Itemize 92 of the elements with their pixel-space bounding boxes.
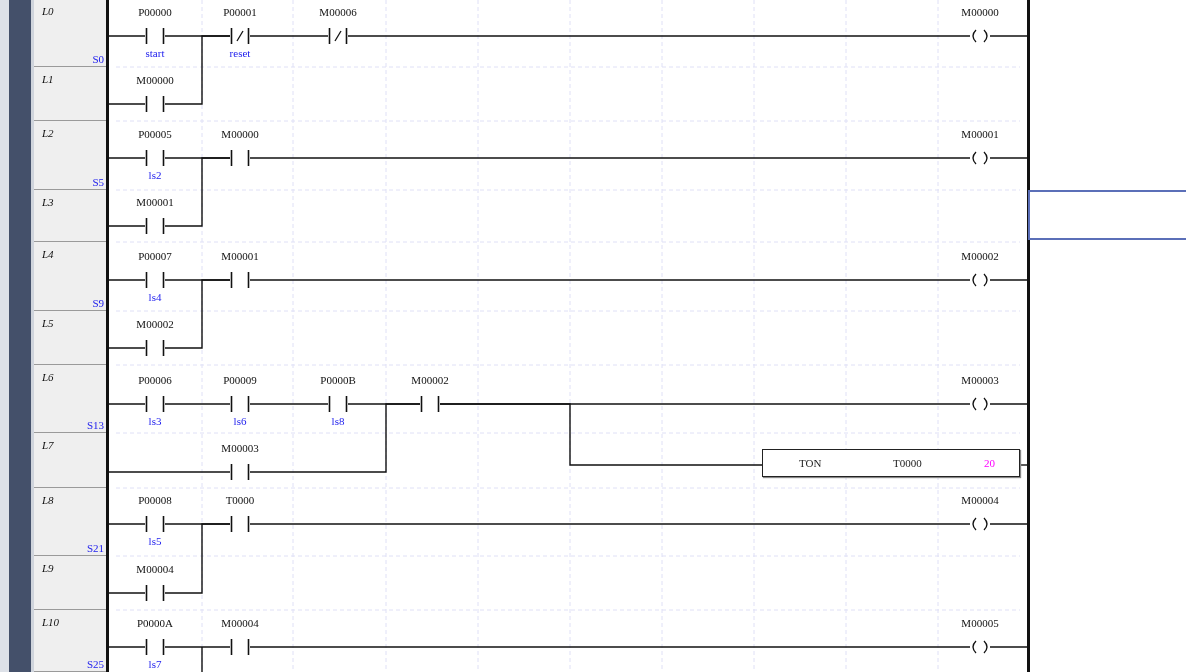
instruction-name: TON <box>799 457 822 469</box>
wire <box>249 157 971 159</box>
device-address: M00001 <box>961 128 999 140</box>
device-address: M00004 <box>221 617 259 629</box>
device-comment: ls6 <box>233 415 247 427</box>
device-comment: ls5 <box>148 535 162 547</box>
device-address: M00006 <box>319 6 357 18</box>
wire <box>108 592 146 594</box>
wire <box>1019 464 1028 466</box>
wire <box>108 347 146 349</box>
wire <box>108 157 146 159</box>
rung-number: L1 <box>42 73 54 85</box>
device-address: M00002 <box>411 374 449 386</box>
device-address: M00002 <box>961 250 999 262</box>
rung-number: L9 <box>42 562 54 574</box>
wire <box>108 35 146 37</box>
power-rail <box>1027 0 1030 672</box>
wire <box>989 403 1028 405</box>
wire <box>249 279 971 281</box>
device-address: P0000A <box>136 617 174 629</box>
device-address: T0000 <box>225 494 255 506</box>
wire <box>249 403 421 473</box>
wire <box>108 225 146 227</box>
wire <box>164 157 231 227</box>
rung-number: L3 <box>42 196 54 208</box>
device-address: P00006 <box>138 374 172 386</box>
wire <box>989 523 1028 525</box>
step-number: S5 <box>92 176 104 188</box>
rung-number: L7 <box>42 439 54 451</box>
wire <box>989 279 1028 281</box>
device-address: M00001 <box>221 250 259 262</box>
wire <box>108 471 231 473</box>
device-address: M00000 <box>221 128 259 140</box>
device-comment: ls4 <box>148 291 162 303</box>
rung-number: L8 <box>42 494 54 506</box>
step-number: S13 <box>86 419 104 431</box>
rung-number: L4 <box>42 248 54 260</box>
wire <box>164 523 231 594</box>
device-address: M00004 <box>136 563 174 575</box>
function-block <box>762 449 1020 477</box>
device-address: P00000 <box>138 6 172 18</box>
wire <box>108 646 146 648</box>
preset-value: 20 <box>984 457 995 469</box>
wire <box>108 279 146 281</box>
wire <box>164 646 231 648</box>
device-comment: start <box>145 47 165 59</box>
device-address: M00000 <box>136 74 174 86</box>
device-address: M00004 <box>961 494 999 506</box>
device-address: P00008 <box>138 494 172 506</box>
wire <box>108 403 146 405</box>
device-comment: ls8 <box>331 415 345 427</box>
power-rail <box>106 0 109 672</box>
rung-number: L6 <box>42 371 54 383</box>
device-address: M00002 <box>136 318 174 330</box>
device-address: P00005 <box>138 128 172 140</box>
rung-number: L0 <box>42 5 54 17</box>
rung-number: L2 <box>42 127 54 139</box>
wire <box>347 35 971 37</box>
step-number: S0 <box>92 53 104 65</box>
device-address: P00007 <box>138 250 172 262</box>
selection-cursor <box>1028 190 1186 240</box>
device-address: P00009 <box>223 374 257 386</box>
wire <box>249 35 329 37</box>
wire <box>249 523 971 525</box>
wire <box>164 403 231 405</box>
wire <box>989 157 1028 159</box>
wire <box>164 35 231 105</box>
device-address: P00001 <box>223 6 257 18</box>
timer-address: T0000 <box>893 457 922 469</box>
device-comment: reset <box>229 47 251 59</box>
wire <box>249 646 971 648</box>
wire <box>164 279 231 349</box>
device-comment: ls7 <box>148 658 162 670</box>
device-address: M00000 <box>961 6 999 18</box>
device-comment: ls3 <box>148 415 162 427</box>
wire <box>108 523 146 525</box>
wire <box>249 403 329 405</box>
wire <box>989 35 1028 37</box>
wire <box>439 403 763 466</box>
device-address: M00001 <box>136 196 174 208</box>
device-address: M00003 <box>961 374 999 386</box>
rung-number: L10 <box>42 616 60 628</box>
device-address: M00005 <box>961 617 999 629</box>
rung-number: L5 <box>42 317 54 329</box>
device-address: P0000B <box>320 374 356 386</box>
wire <box>108 103 146 105</box>
step-number: S9 <box>92 297 104 309</box>
wire <box>989 646 1028 648</box>
device-address: M00003 <box>221 442 259 454</box>
step-number: S21 <box>86 542 104 554</box>
step-number: S25 <box>86 658 104 670</box>
device-comment: ls2 <box>148 169 162 181</box>
